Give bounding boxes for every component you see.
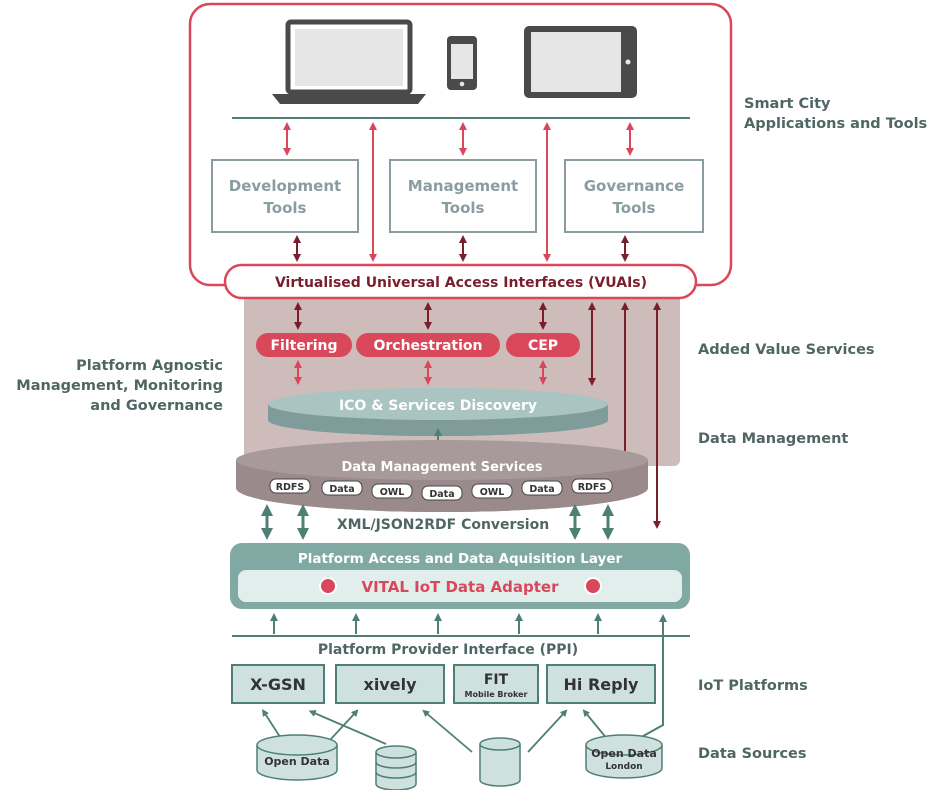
open-data-london-line2: London: [605, 762, 642, 772]
platform-agnostic-line3: and Governance: [90, 398, 223, 414]
adapter-dot-left: [319, 577, 337, 595]
development-tools-line2: Tools: [264, 199, 307, 217]
ico-discovery-disc: ICO & Services Discovery: [268, 388, 608, 436]
dms-chip: Data: [321, 480, 363, 496]
dms-chip: RDFS: [571, 478, 613, 494]
orchestration-label: Orchestration: [373, 338, 482, 354]
svg-text:RDFS: RDFS: [578, 482, 607, 493]
svg-text:OWL: OWL: [380, 487, 405, 498]
governance-tools-line2: Tools: [613, 199, 656, 217]
dms-chip: Data: [421, 485, 463, 501]
dms-chip: Data: [521, 480, 563, 496]
ico-label: ICO & Services Discovery: [339, 398, 537, 414]
cep-label: CEP: [528, 338, 558, 354]
dms-chip: OWL: [471, 483, 513, 499]
dms-title: Data Management Services: [341, 460, 542, 475]
conversion-arrows: [261, 504, 614, 540]
svg-text:Data: Data: [429, 489, 454, 500]
data-sources-label: Data Sources: [698, 746, 807, 762]
svg-text:Hi Reply: Hi Reply: [564, 675, 640, 694]
svg-text:Mobile Broker: Mobile Broker: [465, 690, 528, 699]
development-tools-line1: Development: [229, 177, 341, 195]
svg-text:X-GSN: X-GSN: [250, 675, 306, 694]
platform-xgsn: X-GSN: [231, 664, 325, 704]
svg-text:FIT: FIT: [484, 672, 509, 688]
added-value-background: [244, 290, 680, 466]
development-tools-box: Development Tools: [211, 159, 359, 233]
source-arrows: [262, 708, 609, 753]
open-data-source: Open Data: [256, 734, 338, 781]
dms-chip: RDFS: [269, 478, 311, 494]
open-data-london-line1: Open Data: [591, 747, 657, 760]
database-stack-icon: [375, 745, 417, 790]
platform-agnostic-line1: Platform Agnostic: [76, 358, 223, 374]
ppi-up-arrows: [270, 613, 667, 741]
tool-vuai-arrows: [293, 235, 629, 262]
svg-text:xively: xively: [364, 675, 418, 694]
access-layer-box: Platform Access and Data Aquisition Laye…: [230, 543, 690, 609]
svg-text:Data: Data: [529, 484, 554, 495]
svg-text:RDFS: RDFS: [276, 482, 305, 493]
governance-tools-box: Governance Tools: [564, 159, 704, 233]
service-ico-arrows: [294, 360, 547, 385]
smart-city-line1: Smart City: [744, 96, 831, 112]
open-data-london-source: Open Data London: [585, 734, 663, 779]
management-tools-box: Management Tools: [389, 159, 537, 233]
vuai-bar: Virtualised Universal Access Interfaces …: [223, 263, 698, 300]
access-layer-title: Platform Access and Data Aquisition Laye…: [298, 551, 623, 567]
vuai-label: Virtualised Universal Access Interfaces …: [275, 275, 647, 291]
platform-xively: xively: [335, 664, 445, 704]
governance-tools-line1: Governance: [584, 177, 685, 195]
phone-icon: [447, 36, 477, 90]
platform-fit: FIT Mobile Broker: [453, 664, 539, 704]
conversion-label: XML/JSON2RDF Conversion: [337, 517, 549, 533]
smart-city-line2: Applications and Tools: [744, 116, 928, 132]
platform-agnostic-label: Platform Agnostic Management, Monitoring…: [4, 356, 223, 416]
platform-hireply: Hi Reply: [546, 664, 656, 704]
management-tools-line2: Tools: [442, 199, 485, 217]
added-value-label: Added Value Services: [698, 342, 875, 358]
smart-city-label: Smart City Applications and Tools: [744, 94, 927, 134]
device-tool-arrows: [283, 122, 634, 262]
vuai-service-arrows: [294, 302, 661, 529]
database-icon: [479, 737, 521, 787]
laptop-icon: [272, 19, 426, 104]
data-management-label: Data Management: [698, 431, 849, 447]
iot-platforms-label: IoT Platforms: [698, 678, 808, 694]
dms-chips: RDFS Data OWL Data OWL Data RDFS: [269, 478, 613, 501]
tablet-icon: [524, 26, 637, 98]
adapter-dot-right: [584, 577, 602, 595]
orchestration-pill: Orchestration: [356, 333, 500, 357]
filtering-pill: Filtering: [256, 333, 352, 357]
dms-chip: OWL: [371, 483, 413, 499]
platform-agnostic-line2: Management, Monitoring: [16, 378, 223, 394]
cep-pill: CEP: [506, 333, 580, 357]
ppi-label: Platform Provider Interface (PPI): [318, 642, 578, 658]
data-management-disc: Data Management Services: [236, 440, 648, 512]
management-tools-line1: Management: [408, 177, 518, 195]
filtering-label: Filtering: [270, 338, 337, 354]
open-data-label: Open Data: [264, 755, 330, 768]
iot-platforms: X-GSN xively FIT Mobile Broker Hi Reply: [231, 664, 656, 704]
svg-text:Data: Data: [329, 484, 354, 495]
adapter-label: VITAL IoT Data Adapter: [361, 578, 559, 596]
svg-text:OWL: OWL: [480, 487, 505, 498]
